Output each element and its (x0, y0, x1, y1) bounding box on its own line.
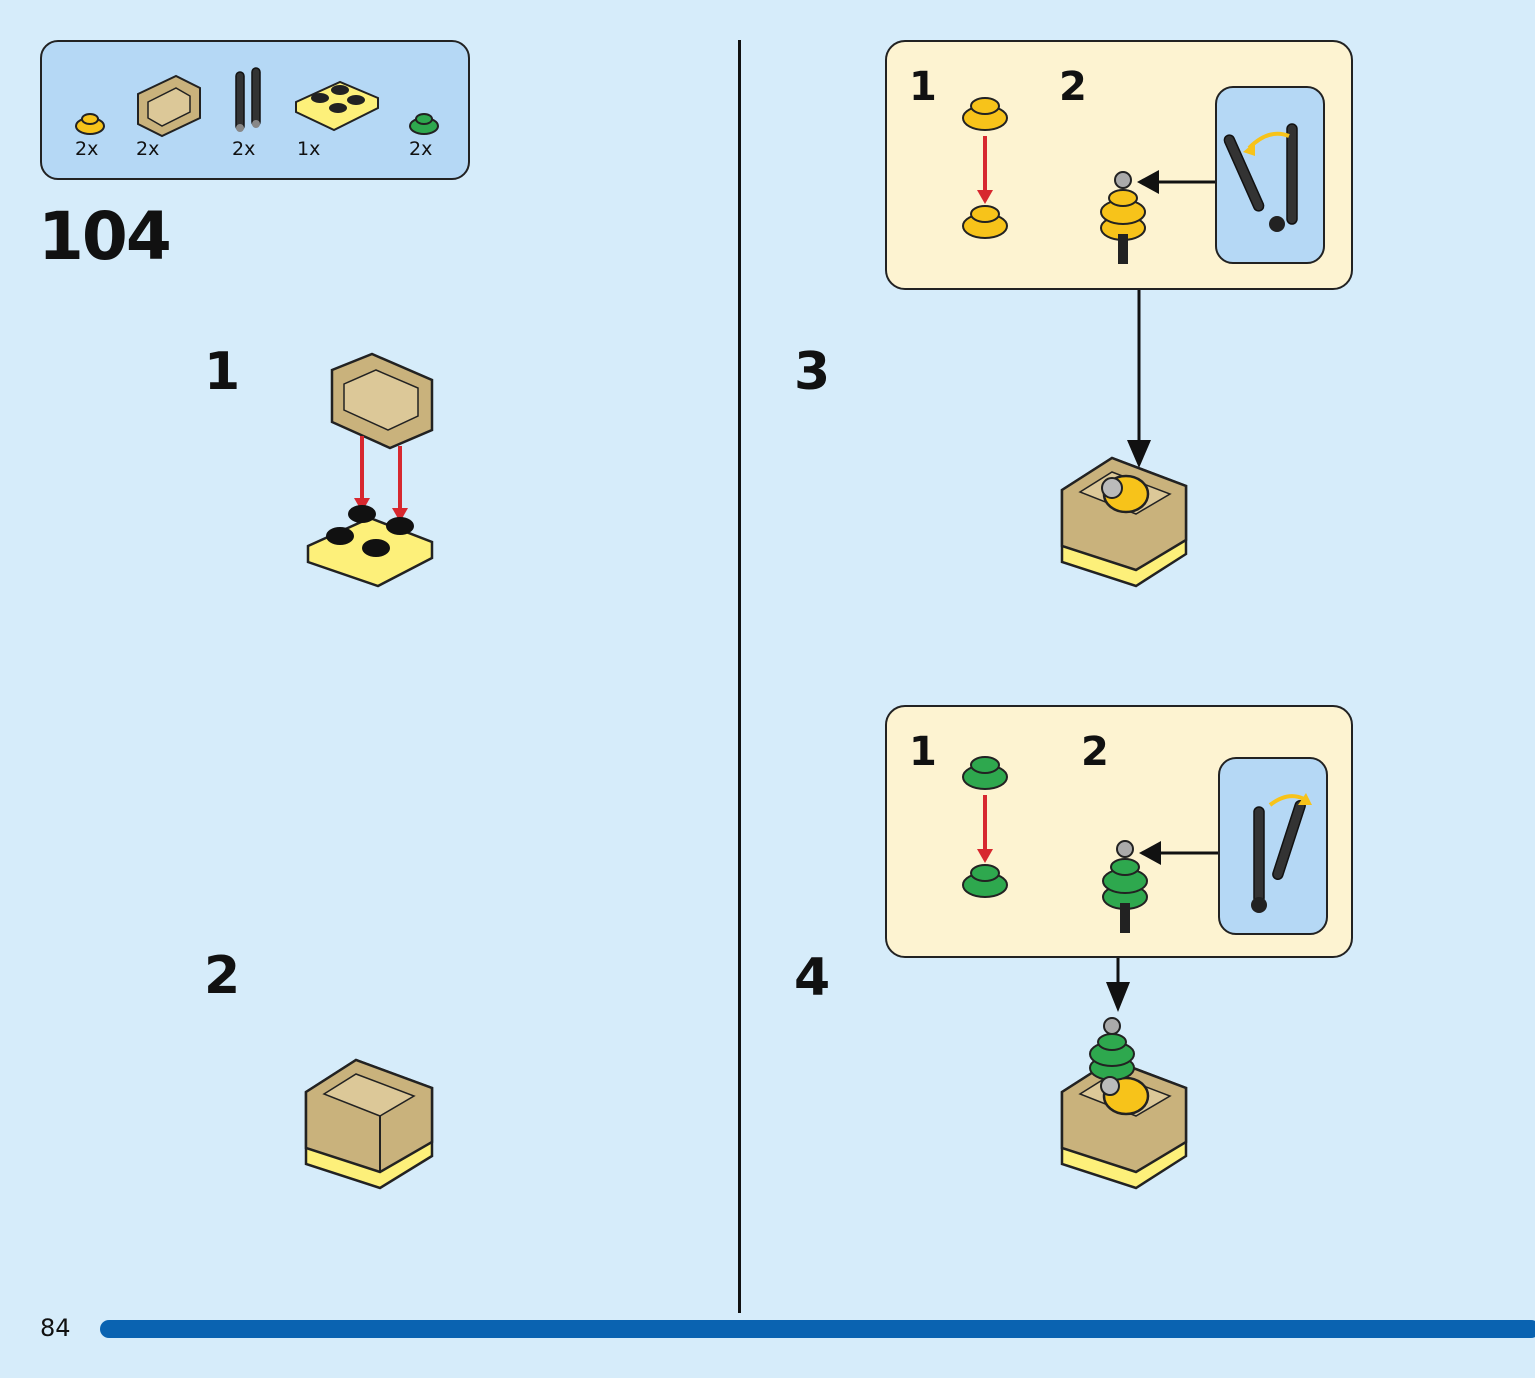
substep-3-label: 3 (794, 342, 831, 402)
qty-yellow-plate-2x2: 1x (297, 138, 321, 160)
callout-3-sub-2: 2 (1059, 64, 1087, 110)
qty-yellow-round-plate: 2x (75, 138, 99, 160)
callout-4-sub-2: 2 (1081, 729, 1109, 775)
callout-3-sub-1: 1 (909, 64, 937, 110)
substep-2-illustration (304, 1058, 434, 1190)
yellow-bar-assembly-illustration (1100, 170, 1215, 264)
page-number: 84 (40, 1314, 71, 1342)
callout-3-inset (1215, 86, 1325, 264)
black-bars-yellow-arrow-icon-2 (1251, 793, 1312, 913)
substep-4-label: 4 (794, 948, 831, 1008)
callout-4-sub-1: 1 (909, 729, 937, 775)
substep-1-illustration (306, 352, 434, 588)
callout-4-inset (1218, 757, 1328, 935)
tan-corner-wall-icon (137, 74, 201, 138)
green-bar-assembly-illustration (1102, 840, 1219, 933)
black-bars-yellow-arrow-icon (1223, 123, 1298, 232)
substep-3-illustration (1060, 290, 1188, 588)
callout-step-3: 1 2 (885, 40, 1353, 290)
step-number: 104 (38, 198, 172, 275)
qty-black-bar-pair: 2x (232, 138, 256, 160)
black-bar-pair-icon (235, 67, 261, 132)
callout-step-4: 1 2 (885, 705, 1353, 958)
green-round-plate-icon (409, 113, 439, 135)
progress-bar (100, 1320, 1535, 1338)
yellow-plate-2x2-icon (295, 80, 379, 132)
substep-1-label: 1 (204, 342, 241, 402)
green-plate-stack-illustration (962, 756, 1008, 898)
qty-green-round-plate: 2x (409, 138, 433, 160)
parts-list-box: 2x 2x 2x 1x 2x (40, 40, 470, 180)
yellow-round-plate-icon (75, 113, 105, 135)
substep-4-illustration (1060, 958, 1188, 1190)
qty-tan-corner-wall: 2x (136, 138, 160, 160)
yellow-plate-stack-illustration (962, 97, 1008, 239)
page-divider (738, 40, 741, 1313)
substep-2-label: 2 (204, 946, 241, 1006)
